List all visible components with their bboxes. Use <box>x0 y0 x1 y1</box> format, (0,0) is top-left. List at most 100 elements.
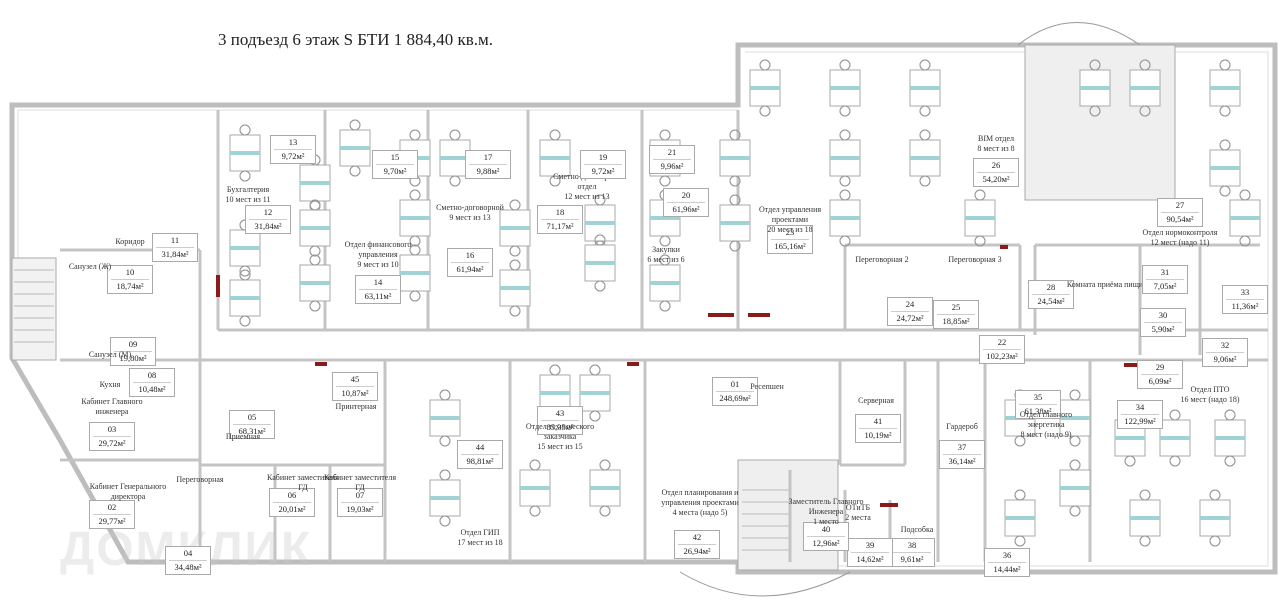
desk-partition <box>1210 166 1240 170</box>
room-seats: 8 мест (надо 9) <box>1020 430 1072 439</box>
room-name: Переговорная 3 <box>948 255 1002 264</box>
room-area: 24,54м² <box>1037 296 1065 306</box>
chair <box>594 280 606 292</box>
room-area: 102,23м² <box>986 351 1018 361</box>
room-area: 68,31м² <box>238 426 266 436</box>
room-name: Бухгалтерия <box>226 185 270 194</box>
chair <box>659 235 671 247</box>
chair <box>919 175 931 187</box>
room-seats: 9 мест из 10 <box>357 260 399 269</box>
desk-partition <box>340 146 370 150</box>
chair <box>729 194 741 206</box>
room-name: Отдел нормоконтроля <box>1142 228 1218 237</box>
desk-partition <box>910 156 940 160</box>
room-name: Принтерная <box>335 402 377 411</box>
chair <box>409 235 421 247</box>
chair <box>659 129 671 141</box>
chair <box>594 194 606 206</box>
room-area: 248,69м² <box>719 393 751 403</box>
room-area: 12,96м² <box>812 538 840 548</box>
desk-partition <box>580 391 610 395</box>
chair <box>409 129 421 141</box>
chair <box>1089 105 1101 117</box>
room-area: 61,96м² <box>672 204 700 214</box>
room-name: Кабинет заместителя ГД <box>266 473 340 492</box>
chair <box>839 105 851 117</box>
room-seats: 6 мест из 6 <box>647 255 685 264</box>
room-seats: 1 место <box>813 517 839 526</box>
chair <box>1239 189 1251 201</box>
desk-partition <box>540 156 570 160</box>
room-number: 38 <box>893 539 931 553</box>
room-number: 20 <box>667 189 705 203</box>
room-name: Отдел финансового управления <box>344 240 412 259</box>
room-number: 03 <box>93 423 131 437</box>
room-name: Кабинет Главного инженера <box>81 397 143 416</box>
chair <box>1014 535 1026 547</box>
room-number: 27 <box>1161 199 1199 213</box>
room-name: Серверная <box>858 396 894 405</box>
room-number: 16 <box>451 249 489 263</box>
chair <box>1069 435 1081 447</box>
room-area: 34,48м² <box>174 562 202 572</box>
chair <box>729 175 741 187</box>
room-area: 29,72м² <box>98 438 126 448</box>
chair <box>919 129 931 141</box>
desk-partition <box>830 216 860 220</box>
room-name: Кухня <box>99 380 121 389</box>
desk-partition <box>720 156 750 160</box>
desk-partition <box>500 226 530 230</box>
chair <box>239 269 251 281</box>
chair <box>659 175 671 187</box>
desk-partition <box>750 86 780 90</box>
room-area: 63,11м² <box>364 291 392 301</box>
chair <box>1069 505 1081 517</box>
room-area: 54,20м² <box>982 174 1010 184</box>
desk-partition <box>400 216 430 220</box>
desk-partition <box>1060 486 1090 490</box>
desk-partition <box>430 496 460 500</box>
chair <box>599 459 611 471</box>
room-name: Санузел (М) <box>88 350 132 359</box>
chair <box>449 129 461 141</box>
chair <box>529 459 541 471</box>
room-name: Отдел ПТО <box>1190 385 1230 394</box>
chair <box>1219 105 1231 117</box>
chair <box>239 124 251 136</box>
room-number: 01 <box>716 378 754 392</box>
room-number: 26 <box>977 159 1015 173</box>
room-seats: 2 места <box>845 513 871 522</box>
fire-cabinets <box>216 245 1148 507</box>
floor-title: 3 подъезд 6 этаж S БТИ 1 884,40 кв.м. <box>218 30 494 49</box>
room-number: 45 <box>336 373 374 387</box>
room-name: Отдел планирования и управления проектам… <box>661 488 739 507</box>
chair <box>1169 409 1181 421</box>
desk-partition <box>1200 516 1230 520</box>
room-name: Отдел ГИП <box>460 528 500 537</box>
room-area: 18,74м² <box>116 281 144 291</box>
desk-partition <box>585 221 615 225</box>
chair <box>409 189 421 201</box>
chair <box>1209 489 1221 501</box>
room-number: 31 <box>1146 266 1184 280</box>
room-08-name: Кухня <box>70 380 150 390</box>
chair <box>759 59 771 71</box>
chair <box>759 105 771 117</box>
chair <box>839 175 851 187</box>
room-07-name: Кабинет заместителя ГД <box>320 473 400 493</box>
room-name: Подсобка <box>900 525 934 534</box>
room-area: 61,38м² <box>1024 406 1052 416</box>
room-seats: 8 мест из 8 <box>977 144 1015 153</box>
